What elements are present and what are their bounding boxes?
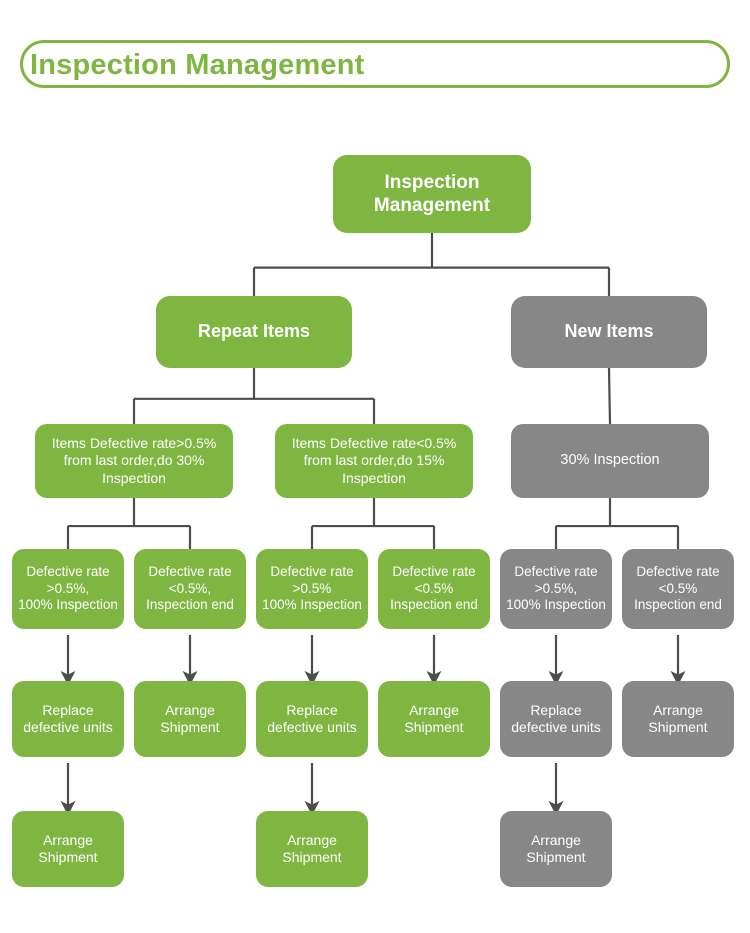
- flow-node-l4e[interactable]: Defective rate >0.5%, 100% Inspection: [500, 549, 612, 629]
- flow-node-l3c[interactable]: 30% Inspection: [511, 424, 709, 498]
- flow-node-l2b[interactable]: New Items: [511, 296, 707, 368]
- connector-segment: [607, 367, 612, 425]
- flow-node-l5e[interactable]: Replace defective units: [500, 681, 612, 757]
- flow-node-l4b[interactable]: Defective rate <0.5%, Inspection end: [134, 549, 246, 629]
- flow-node-l5a[interactable]: Replace defective units: [12, 681, 124, 757]
- flow-node-l4a[interactable]: Defective rate >0.5%, 100% Inspection: [12, 549, 124, 629]
- flow-node-l5f[interactable]: Arrange Shipment: [622, 681, 734, 757]
- flow-node-l6a[interactable]: Arrange Shipment: [12, 811, 124, 887]
- flow-node-l6c[interactable]: Arrange Shipment: [256, 811, 368, 887]
- flow-node-l4c[interactable]: Defective rate >0.5% 100% Inspection: [256, 549, 368, 629]
- flow-node-l4f[interactable]: Defective rate <0.5% Inspection end: [622, 549, 734, 629]
- flow-node-l4d[interactable]: Defective rate <0.5% Inspection end: [378, 549, 490, 629]
- flow-node-l2a[interactable]: Repeat Items: [156, 296, 352, 368]
- connector-lines: [60, 233, 686, 816]
- flow-node-l5c[interactable]: Replace defective units: [256, 681, 368, 757]
- page-title: Inspection Management: [30, 49, 365, 81]
- header-banner: [20, 40, 730, 88]
- flow-node-l5b[interactable]: Arrange Shipment: [134, 681, 246, 757]
- flow-node-root[interactable]: Inspection Management: [333, 155, 531, 233]
- flow-node-l3b[interactable]: Items Defective rate<0.5% from last orde…: [275, 424, 473, 498]
- flow-node-l3a[interactable]: Items Defective rate>0.5% from last orde…: [35, 424, 233, 498]
- flow-node-l6e[interactable]: Arrange Shipment: [500, 811, 612, 887]
- flow-node-l5d[interactable]: Arrange Shipment: [378, 681, 490, 757]
